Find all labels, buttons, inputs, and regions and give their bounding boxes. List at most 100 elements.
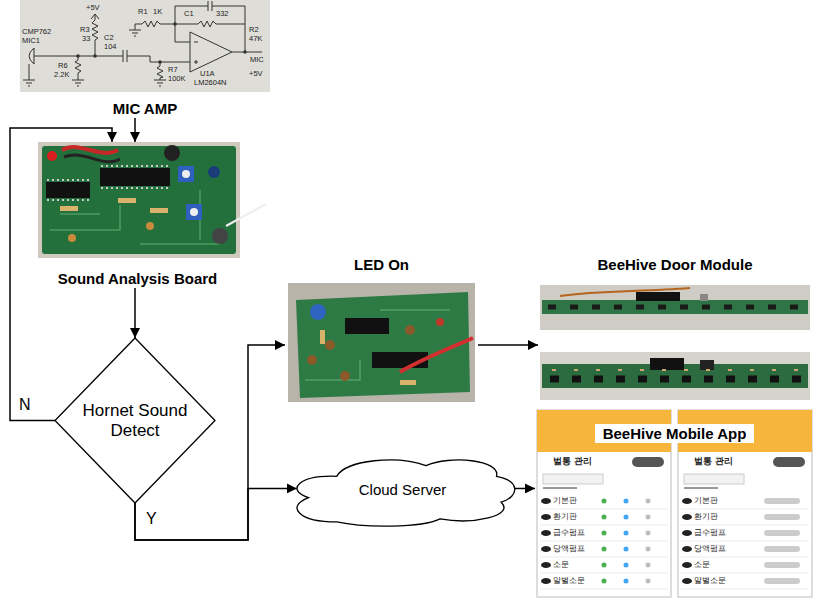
label-holder: LM2604N: [194, 79, 227, 87]
app-text: 당액펌프: [553, 545, 585, 553]
label-holder: 말벌소문: [553, 577, 585, 585]
app-screenshot: [543, 488, 577, 489]
label-holder: 환기판: [694, 513, 718, 521]
schematic-photo: [29, 48, 34, 64]
app-screenshot: [646, 563, 651, 568]
app-screenshot: [764, 530, 800, 536]
app-screenshot: [540, 589, 668, 590]
led-module: LED On: [285, 250, 478, 405]
schematic-photo: [175, 6, 245, 52]
schematic-photo: [20, 0, 270, 92]
sound-analysis-board-photo: [50, 190, 220, 244]
sound-analysis-board-photo: [64, 155, 120, 162]
component-label: MIC: [250, 56, 264, 64]
app-text: 당액펌프: [694, 545, 726, 553]
sound-analysis-board-photo: [47, 199, 89, 201]
door-module-photo: [560, 288, 690, 296]
app-screenshot: [624, 499, 629, 504]
app-screenshot: [682, 578, 692, 584]
schematic-photo: [76, 54, 80, 58]
app-text: 급수펌프: [553, 529, 585, 537]
node-label: MIC AMP: [106, 99, 184, 118]
flow-arrow: [478, 344, 538, 346]
app-screenshot: [681, 509, 809, 510]
door-module-photo: [636, 292, 680, 301]
node-label: LED On: [354, 256, 409, 273]
app-screenshot: [540, 557, 668, 558]
component-label: R1: [138, 8, 148, 16]
sound-analysis-board-photo: [150, 208, 168, 213]
sound-analysis-board: Sound Analysis Board: [30, 142, 245, 288]
app-screenshot: [602, 547, 607, 552]
sound-analysis-board-photo: [101, 165, 169, 167]
led-board-photo: [307, 355, 317, 365]
sound-analysis-board-photo: [118, 198, 136, 203]
app-text: 벌통 관리: [694, 457, 733, 466]
sound-analysis-board-photo: [186, 204, 202, 220]
decision-diamond: Hornet Sound Detect: [55, 338, 215, 503]
app-screenshot: [684, 474, 744, 484]
label-holder: U1A: [200, 70, 215, 78]
label-holder: MIC: [250, 56, 264, 64]
label-holder: +5V: [249, 70, 263, 78]
node-label: BeeHive Door Module: [597, 256, 752, 273]
app-screenshot: [681, 525, 809, 526]
schematic-photo: [93, 54, 97, 58]
app-screenshot: [541, 514, 551, 520]
label-holder: R1: [138, 8, 148, 16]
sound-analysis-board-photo: [47, 151, 57, 161]
sound-analysis-board-photo: [226, 204, 266, 226]
schematic-photo: [129, 21, 175, 36]
schematic-photo: [23, 64, 35, 86]
node-label: BeeHive Mobile App: [595, 424, 755, 443]
label-holder: C1: [184, 10, 194, 18]
label-holder: 환기판: [553, 513, 577, 521]
door-module-photo: [540, 285, 810, 330]
label-holder: 2.2K: [54, 71, 69, 79]
app-screenshot: [646, 515, 651, 520]
schematic-photo: [72, 56, 84, 86]
led-board-photo: [320, 330, 325, 344]
label-holder: 47K: [249, 35, 262, 43]
schematic-photo: [92, 14, 98, 56]
led-board-photo: [305, 310, 450, 380]
app-screenshot: [764, 498, 800, 504]
flow-arrow: [134, 288, 136, 338]
door-module-photo: [550, 376, 805, 383]
app-screenshot: [541, 530, 551, 536]
component-label: U1A: [200, 70, 215, 78]
app-screenshot: [541, 578, 551, 584]
schematic-photo: [154, 62, 166, 86]
led-board-photo: [400, 380, 416, 385]
app-screenshot: [541, 498, 551, 504]
app-screenshot: [764, 514, 800, 520]
app-screenshot: [541, 546, 551, 552]
label-holder: R3: [80, 26, 90, 34]
led-board-photo: [400, 338, 473, 372]
app-screenshot: [624, 547, 629, 552]
component-label: LM2604N: [194, 79, 227, 87]
led-board-photo: [296, 292, 470, 398]
app-screenshot: [624, 515, 629, 520]
component-label: 33: [82, 35, 90, 43]
app-screenshot: [540, 509, 668, 589]
led-board-photo: [345, 318, 389, 334]
label-holder: MIC1: [22, 37, 40, 45]
app-screenshot: [773, 457, 805, 467]
app-text: 급수펌프: [694, 529, 726, 537]
door-module-photo: [542, 300, 808, 314]
app-screenshot: [764, 546, 800, 552]
label-holder: R7: [168, 66, 178, 74]
door-module-photo: [700, 294, 708, 301]
app-screenshot: [682, 562, 692, 568]
app-text: 기본판: [553, 497, 577, 505]
app-screenshot: [540, 573, 668, 574]
app-screenshot: [681, 509, 809, 589]
sound-analysis-board-photo: [38, 142, 266, 258]
app-screenshot: [646, 531, 651, 536]
app-screenshot: [682, 514, 692, 520]
component-label: R2: [249, 26, 259, 34]
app-screenshot: [684, 488, 718, 489]
